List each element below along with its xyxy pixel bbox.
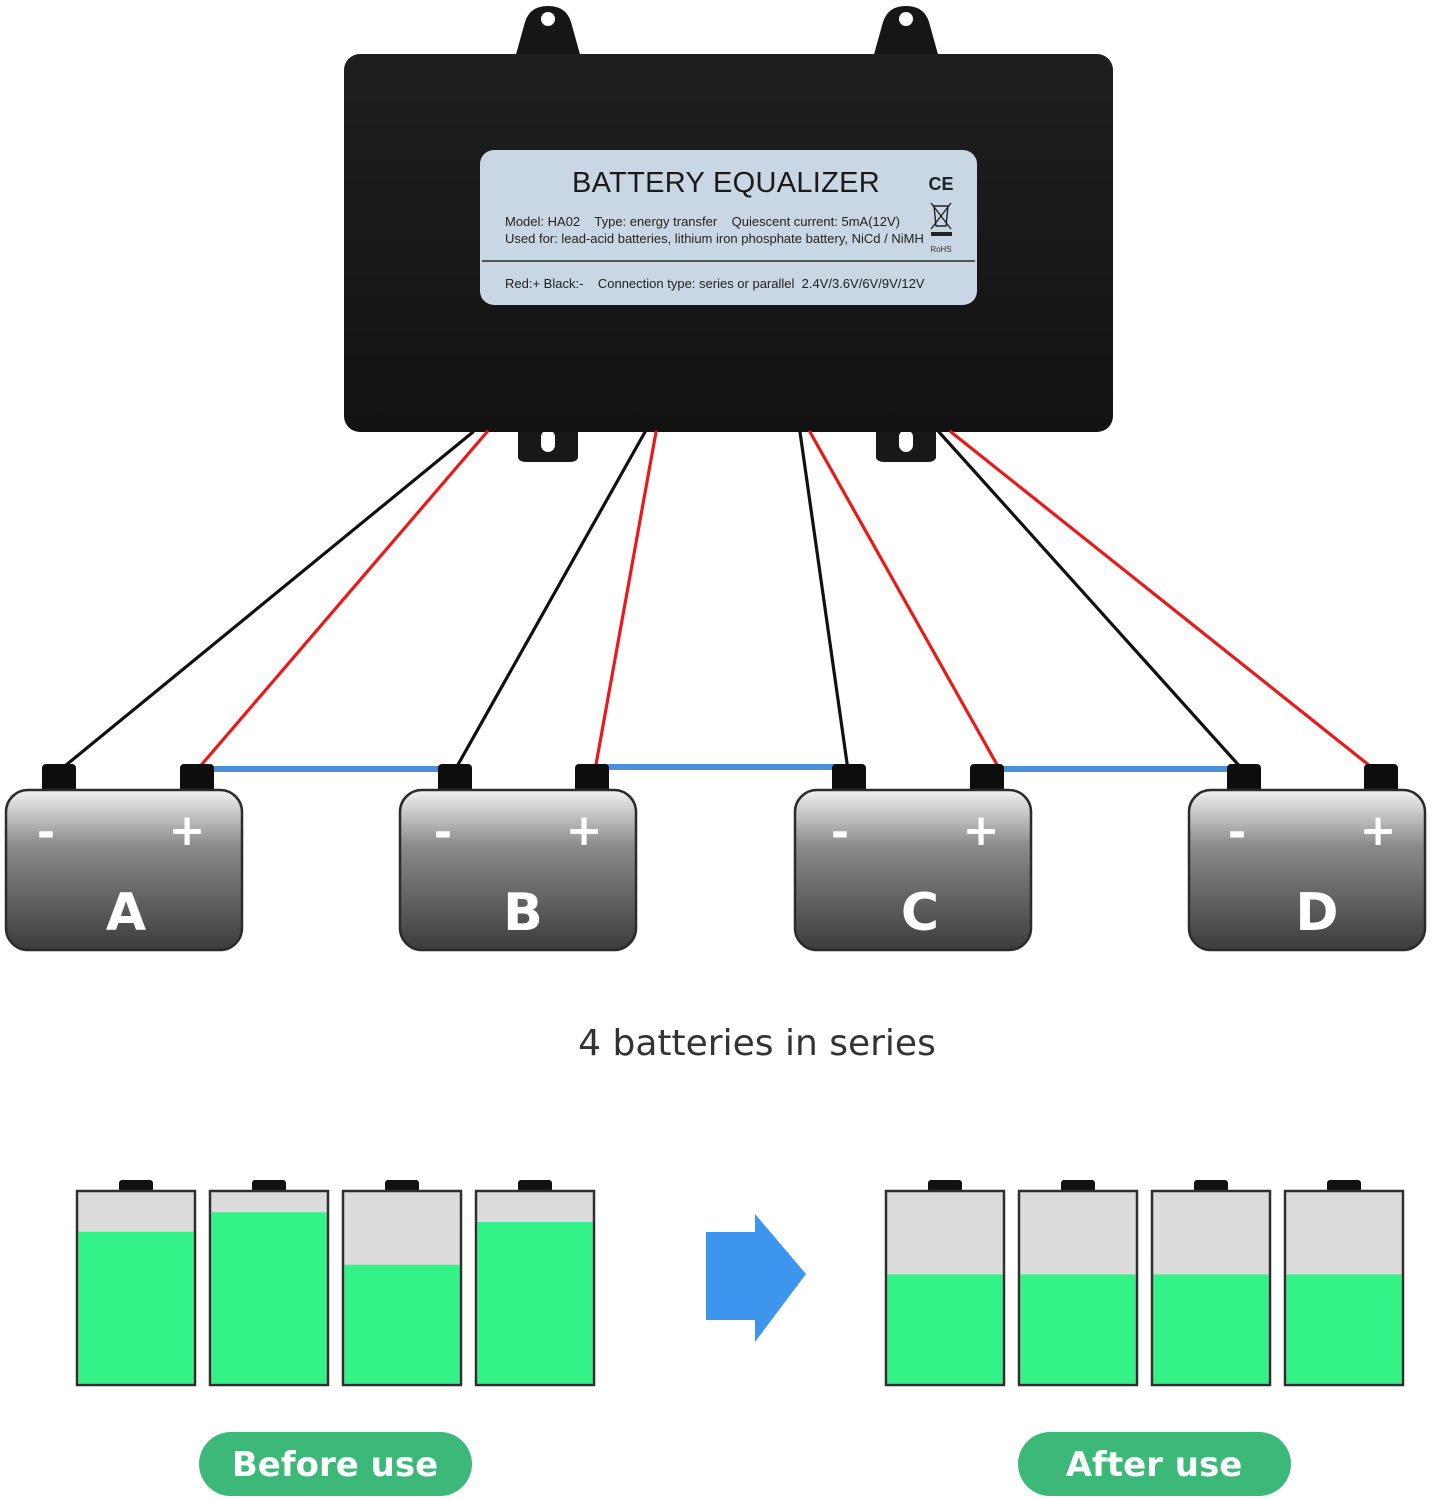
device-spec-line-3: Red:+ Black:- Connection type: series or…: [505, 276, 925, 291]
battery-a: - + A: [4, 764, 244, 952]
after-battery-4: [1283, 1180, 1405, 1387]
before-use-label: Before use: [232, 1445, 438, 1485]
after-battery-2: [1017, 1180, 1139, 1387]
charge-level-bar: [1286, 1274, 1402, 1384]
wire-black-b: [453, 430, 647, 772]
after-batteries: [884, 1180, 1405, 1387]
battery-d-minus: -: [1228, 807, 1246, 858]
mounting-tab-bottom-left: [518, 428, 578, 462]
wire-red-a: [195, 430, 489, 772]
device-title: BATTERY EQUALIZER: [572, 167, 880, 199]
mounting-tab-bottom-right: [876, 428, 936, 462]
wire-red-b: [593, 430, 658, 772]
battery-cap: [119, 1180, 153, 1192]
device-spec-line-2: Used for: lead-acid batteries, lithium i…: [505, 231, 924, 246]
battery-cap: [1194, 1180, 1228, 1192]
charge-level-bar: [1153, 1274, 1269, 1384]
wire-black-c: [798, 430, 850, 772]
series-caption: 4 batteries in series: [578, 1023, 936, 1064]
battery-c: - + C: [793, 764, 1033, 952]
after-battery-3: [1150, 1180, 1272, 1387]
battery-c-minus: -: [831, 807, 849, 858]
wire-red-d: [949, 430, 1382, 776]
equalizer-device: BATTERY EQUALIZER Model: HA02 Type: ener…: [344, 6, 1113, 462]
charge-level-bar: [211, 1212, 327, 1384]
wires: [58, 430, 1382, 776]
right-arrow-icon: [706, 1214, 806, 1342]
battery-cap: [928, 1180, 962, 1192]
mounting-tab-top-left: [515, 6, 581, 58]
charge-level-bar: [344, 1264, 460, 1384]
ce-mark: CE: [928, 174, 953, 194]
battery-d-letter: D: [1295, 883, 1338, 943]
battery-cap: [1061, 1180, 1095, 1192]
device-label-plate: BATTERY EQUALIZER Model: HA02 Type: ener…: [480, 150, 977, 305]
battery-cap: [1327, 1180, 1361, 1192]
before-battery-2: [208, 1180, 330, 1387]
battery-cap: [385, 1180, 419, 1192]
before-batteries: [75, 1180, 596, 1387]
before-battery-3: [341, 1180, 463, 1387]
weee-bin-icon: [930, 202, 952, 236]
battery-c-plus: +: [963, 805, 1000, 856]
before-battery-4: [474, 1180, 596, 1387]
series-links: [205, 764, 1239, 772]
charge-level-bar: [1020, 1274, 1136, 1384]
after-use-pill: After use: [1018, 1432, 1291, 1496]
charge-level-bar: [887, 1274, 1003, 1384]
battery-d-plus: +: [1360, 805, 1397, 856]
after-use-label: After use: [1066, 1445, 1243, 1485]
battery-a-minus: -: [37, 807, 55, 858]
battery-b-letter: B: [503, 883, 543, 943]
charge-level-bar: [78, 1231, 194, 1384]
battery-cap: [252, 1180, 286, 1192]
battery-b-minus: -: [434, 807, 452, 858]
wire-black-d: [937, 430, 1245, 772]
battery-b-plus: +: [566, 805, 603, 856]
battery-cap: [518, 1180, 552, 1192]
rohs-mark: RoHS: [930, 245, 951, 254]
wire-red-c: [808, 430, 1002, 772]
battery-a-plus: +: [169, 805, 206, 856]
battery-b: - + B: [398, 764, 638, 952]
mounting-tab-top-right: [873, 6, 939, 58]
after-battery-1: [884, 1180, 1006, 1387]
before-use-pill: Before use: [199, 1432, 472, 1496]
device-spec-line-1: Model: HA02 Type: energy transfer Quiesc…: [505, 214, 900, 229]
battery-a-letter: A: [106, 883, 146, 943]
battery-c-letter: C: [901, 883, 939, 943]
before-battery-1: [75, 1180, 197, 1387]
wire-black-a: [58, 430, 475, 772]
battery-d: - + D: [1187, 764, 1427, 952]
charge-level-bar: [477, 1222, 593, 1384]
